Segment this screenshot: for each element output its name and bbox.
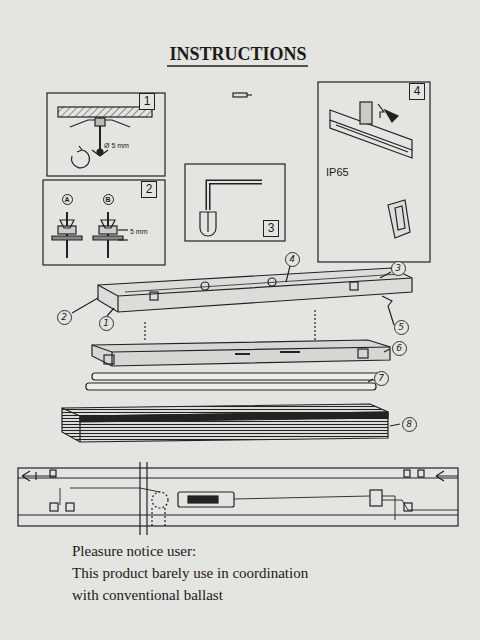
node-text: A (64, 196, 69, 203)
step-variant-circle: B (103, 194, 114, 205)
callout-number: 4 (285, 252, 300, 267)
callout-number: 3 (391, 261, 406, 276)
node-text: 3 (268, 221, 275, 236)
step-variant-circle: A (62, 194, 73, 205)
callout-number: 1 (99, 316, 114, 331)
callout-number: 2 (57, 310, 72, 325)
ip-rating-label: IP65 (326, 166, 349, 178)
page-title: INSTRUCTIONS (169, 44, 306, 65)
dimension-label: 5 mm (130, 228, 148, 235)
dimension-label: Ø 5 mm (104, 142, 129, 149)
node-text: 3 (395, 263, 401, 273)
node-text: 2 (146, 182, 153, 197)
node-text: 2 (61, 312, 67, 322)
callout-number: 6 (392, 341, 407, 356)
node-text: 6 (396, 343, 402, 353)
note-line: This product barely use in coordination (72, 565, 308, 582)
step-number-box: 1 (139, 93, 156, 110)
node-text: 8 (406, 419, 412, 429)
callout-number: 5 (394, 320, 409, 335)
step-number-box: 3 (263, 220, 280, 237)
node-text: 4 (289, 254, 295, 264)
node-text: 5 (398, 322, 404, 332)
node-text: 1 (144, 94, 151, 109)
step-number-box: 2 (141, 181, 158, 198)
note-line: Pleasure notice user: (72, 543, 196, 560)
callout-number: 8 (402, 417, 417, 432)
node-text: 1 (103, 318, 109, 328)
node-text: 7 (378, 373, 384, 383)
callout-number: 7 (374, 371, 389, 386)
node-text: 4 (414, 84, 421, 99)
note-line: with conventional ballast (72, 587, 223, 604)
step-number-box: 4 (409, 83, 426, 100)
node-text: B (105, 196, 110, 203)
